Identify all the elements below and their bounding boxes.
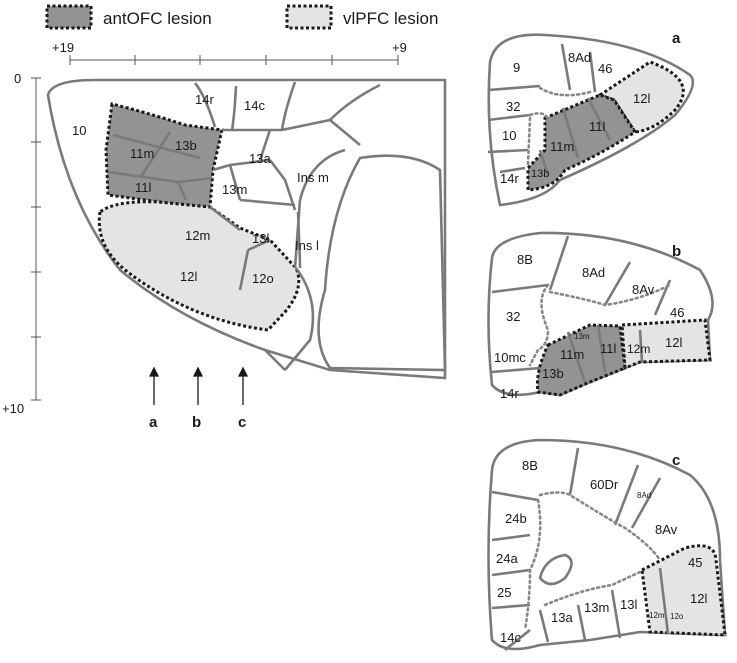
panel-b-label-12m: 12m <box>627 342 650 356</box>
panel-b-antofc-lesion <box>536 323 627 397</box>
panel-c-label-24b: 24b <box>505 511 527 526</box>
main-label-13b: 13b <box>175 138 197 153</box>
panel-a-label-12l: 12l <box>633 91 650 106</box>
main-label-12m: 12m <box>185 228 210 243</box>
section-panel-c <box>487 438 727 652</box>
panel-a-vlpfc-lesion <box>596 60 685 134</box>
panel-c-label-12o: 12o <box>670 612 684 621</box>
panel-b-label-46: 46 <box>670 305 684 320</box>
panel-b-label-13m: 13m <box>574 332 590 341</box>
panel-c-label-25: 25 <box>497 585 511 600</box>
section-panel-b <box>487 231 714 397</box>
panel-c-sulcus-oval <box>538 553 573 586</box>
main-label-10: 10 <box>72 123 86 138</box>
panel-a-label-14r: 14r <box>500 171 519 186</box>
main-label-ins-l: Ins l <box>295 238 319 253</box>
panel-c-letter: c <box>672 452 680 469</box>
panel-a-label-10: 10 <box>502 128 516 143</box>
panel-b-label-13b: 13b <box>542 366 564 381</box>
panel-a-label-8ad: 8Ad <box>568 50 591 65</box>
legend-vlpfc-label: vlPFC lesion <box>343 9 438 28</box>
panel-c-label-8b: 8B <box>522 458 538 473</box>
panel-c-label-24a: 24a <box>496 551 518 566</box>
panel-b-label-32: 32 <box>506 309 520 324</box>
panel-c-label-13l: 13l <box>620 597 637 612</box>
legend-antofc-label: antOFC lesion <box>103 9 212 28</box>
panel-a-label-11l: 11l <box>589 119 605 134</box>
panel-c-label-8av: 8Av <box>655 522 678 537</box>
panel-a-label-32: 32 <box>506 99 520 114</box>
main-label-13a: 13a <box>249 151 271 166</box>
main-label-12o: 12o <box>252 271 274 286</box>
main-label-13l: 13l <box>252 231 269 246</box>
panel-c-label-45: 45 <box>688 555 702 570</box>
x-axis <box>69 55 399 65</box>
panel-c-vlpfc-lesion <box>640 544 727 637</box>
panel-b-label-11l: 11l <box>600 341 616 356</box>
panel-c-label-12l: 12l <box>690 591 707 606</box>
panel-a-label-13b: 13b <box>531 168 549 180</box>
x-axis-left-label: +19 <box>52 40 74 55</box>
panel-b-label-11m: 11m <box>560 347 584 362</box>
panel-b-label-8b: 8B <box>517 252 533 267</box>
panel-a-label-11m: 11m <box>550 139 574 154</box>
main-label-14c: 14c <box>244 98 265 113</box>
section-panel-a <box>487 33 695 207</box>
ventral-view-map <box>46 78 447 380</box>
insula-region <box>317 154 447 372</box>
panel-c-label-14c: 14c <box>500 630 521 645</box>
main-label-14r: 14r <box>195 92 214 107</box>
panel-b-label-14r: 14r <box>500 386 519 401</box>
panel-c-label-60dr: 60Dr <box>590 477 619 492</box>
panel-b-letter: b <box>672 243 681 260</box>
x-axis-right-label: +9 <box>392 40 407 55</box>
main-label-11m: 11m <box>130 146 154 161</box>
main-label-11l: 11l <box>135 180 151 195</box>
panel-c-label-12m: 12m <box>649 611 665 620</box>
y-axis <box>31 77 41 401</box>
panel-c-label-13a: 13a <box>551 610 573 625</box>
panel-a-antofc-lesion <box>526 93 638 192</box>
arrow-label-a: a <box>149 414 158 431</box>
panel-b-label-12l: 12l <box>665 335 682 350</box>
legend-vlpfc-swatch <box>285 4 333 30</box>
panel-a-label-46: 46 <box>598 61 612 76</box>
panel-c-label-13m: 13m <box>584 600 609 615</box>
main-label-13m: 13m <box>222 182 247 197</box>
panel-a-letter: a <box>672 30 681 47</box>
panel-b-label-8av: 8Av <box>632 282 655 297</box>
arrow-label-c: c <box>238 414 246 431</box>
section-arrows <box>148 366 249 405</box>
panel-c-label-8ad: 8Ad <box>637 491 651 500</box>
panel-b-label-8ad: 8Ad <box>582 265 605 280</box>
legend-antofc-swatch <box>45 4 93 30</box>
y-axis-bottom-label: +10 <box>2 401 24 416</box>
panel-a-label-9: 9 <box>513 60 520 75</box>
main-label-ins-m: Ins m <box>297 170 329 185</box>
main-label-12l: 12l <box>180 269 197 284</box>
y-axis-top-label: 0 <box>14 71 21 86</box>
arrow-label-b: b <box>192 414 201 431</box>
panel-b-label-10mc: 10mc <box>494 350 526 365</box>
